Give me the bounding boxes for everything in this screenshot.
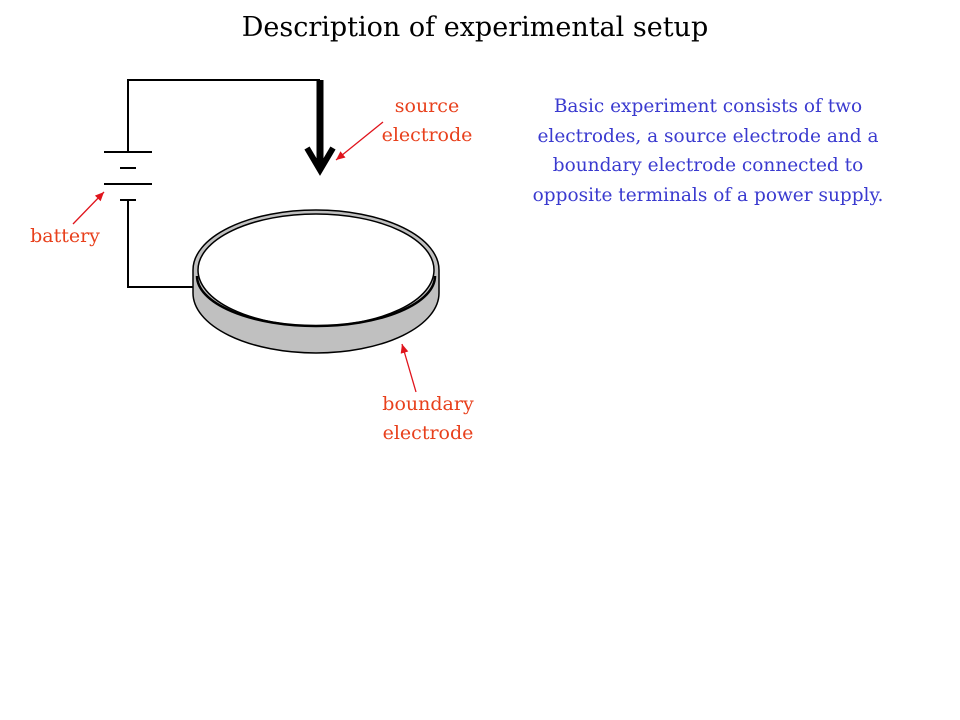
description-line-4: opposite terminals of a power supply. [532,184,884,206]
ring-inner-ellipse [197,213,435,327]
top-wire [127,79,320,152]
battery-symbol-icon [104,151,152,201]
boundary-label-line-1: boundary [382,393,474,415]
bottom-wire [127,200,193,288]
source-electrode-label: source electrode [372,92,482,150]
boundary-pointer-arrow [400,343,417,393]
source-electrode-head [304,146,336,176]
source-label-line-1: source [394,95,460,117]
down-arrow-electrode-icon [304,80,336,176]
slide-title: Description of experimental setup [241,12,709,43]
description-text: Basic experiment consists of two electro… [496,92,920,210]
description-line-2: electrodes, a source electrode and a [537,125,879,147]
ring-electrode-icon [192,209,440,354]
boundary-label-line-2: electrode [382,422,474,444]
battery-label: battery [30,225,100,247]
source-label-line-2: electrode [381,124,473,146]
battery-pointer-arrow [72,191,105,225]
description-line-1: Basic experiment consists of two [553,96,863,117]
source-pointer-arrow [335,121,384,161]
ring-lower-front-edge [195,275,437,328]
wires [127,79,320,288]
description-line-3: boundary electrode connected to [552,155,864,176]
pointer-arrows [72,121,417,393]
boundary-electrode-label: boundary electrode [370,390,486,448]
